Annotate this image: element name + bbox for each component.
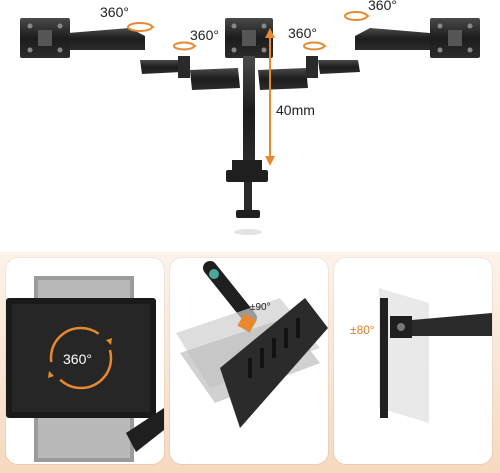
center-pole — [243, 56, 255, 166]
tilt-joint-icon — [237, 313, 257, 333]
height-adjust-arrow — [265, 28, 275, 166]
rotation-label-right-arm: 360° — [288, 25, 317, 41]
right-lower-arm — [318, 60, 360, 74]
rotate-indicator-right-arm — [303, 41, 327, 51]
panel-screen-rotation: 360° — [6, 258, 164, 464]
left-lower-arm — [140, 60, 182, 74]
left-inner-arm — [190, 68, 240, 90]
swivel-ghost-plate-2 — [379, 348, 429, 423]
rotation-circle-icon — [49, 326, 113, 390]
arm-segment — [126, 408, 164, 452]
rotation-label-left-monitor: 360° — [100, 4, 129, 20]
center-vesa-plate — [225, 18, 273, 58]
right-inner-arm — [258, 68, 308, 90]
feature-panels: 360° ±90° ±80° — [0, 252, 500, 473]
swivel-plate — [380, 298, 388, 418]
tilt-label: ±90° — [250, 302, 271, 313]
desk-clamp — [226, 160, 268, 235]
tilt-plate — [220, 298, 328, 428]
left-joint — [178, 56, 190, 78]
swivel-illustration: ±80° — [350, 288, 492, 423]
rotation-label-right-monitor: 360° — [368, 0, 397, 13]
product-hero: 360° 360° 360° 360° 40mm — [20, 0, 480, 235]
swivel-arm — [412, 313, 492, 336]
rotate-indicator-right-monitor — [344, 11, 370, 21]
height-adjust-label: 40mm — [276, 102, 315, 118]
swivel-label: ±80° — [350, 323, 375, 337]
left-vesa-plate — [20, 18, 70, 58]
right-joint — [306, 56, 318, 78]
triple-monitor-arm-illustration: 360° 360° 360° 360° 40mm — [20, 0, 480, 235]
panel-swivel: ±80° — [334, 258, 492, 464]
rotation-label: 360° — [63, 351, 92, 367]
panel-tilt: ±90° — [170, 258, 328, 464]
left-upper-arm — [68, 28, 145, 50]
rotation-label-left-arm: 360° — [190, 27, 219, 43]
arm-badge-icon — [209, 269, 219, 279]
screen-rotation-illustration: 360° — [6, 276, 164, 462]
rotate-indicator-left-arm — [173, 41, 197, 51]
tilt-illustration: ±90° — [176, 261, 328, 428]
right-upper-arm — [355, 28, 430, 50]
rotate-indicator-left-monitor — [127, 22, 155, 32]
right-vesa-plate — [430, 18, 480, 58]
